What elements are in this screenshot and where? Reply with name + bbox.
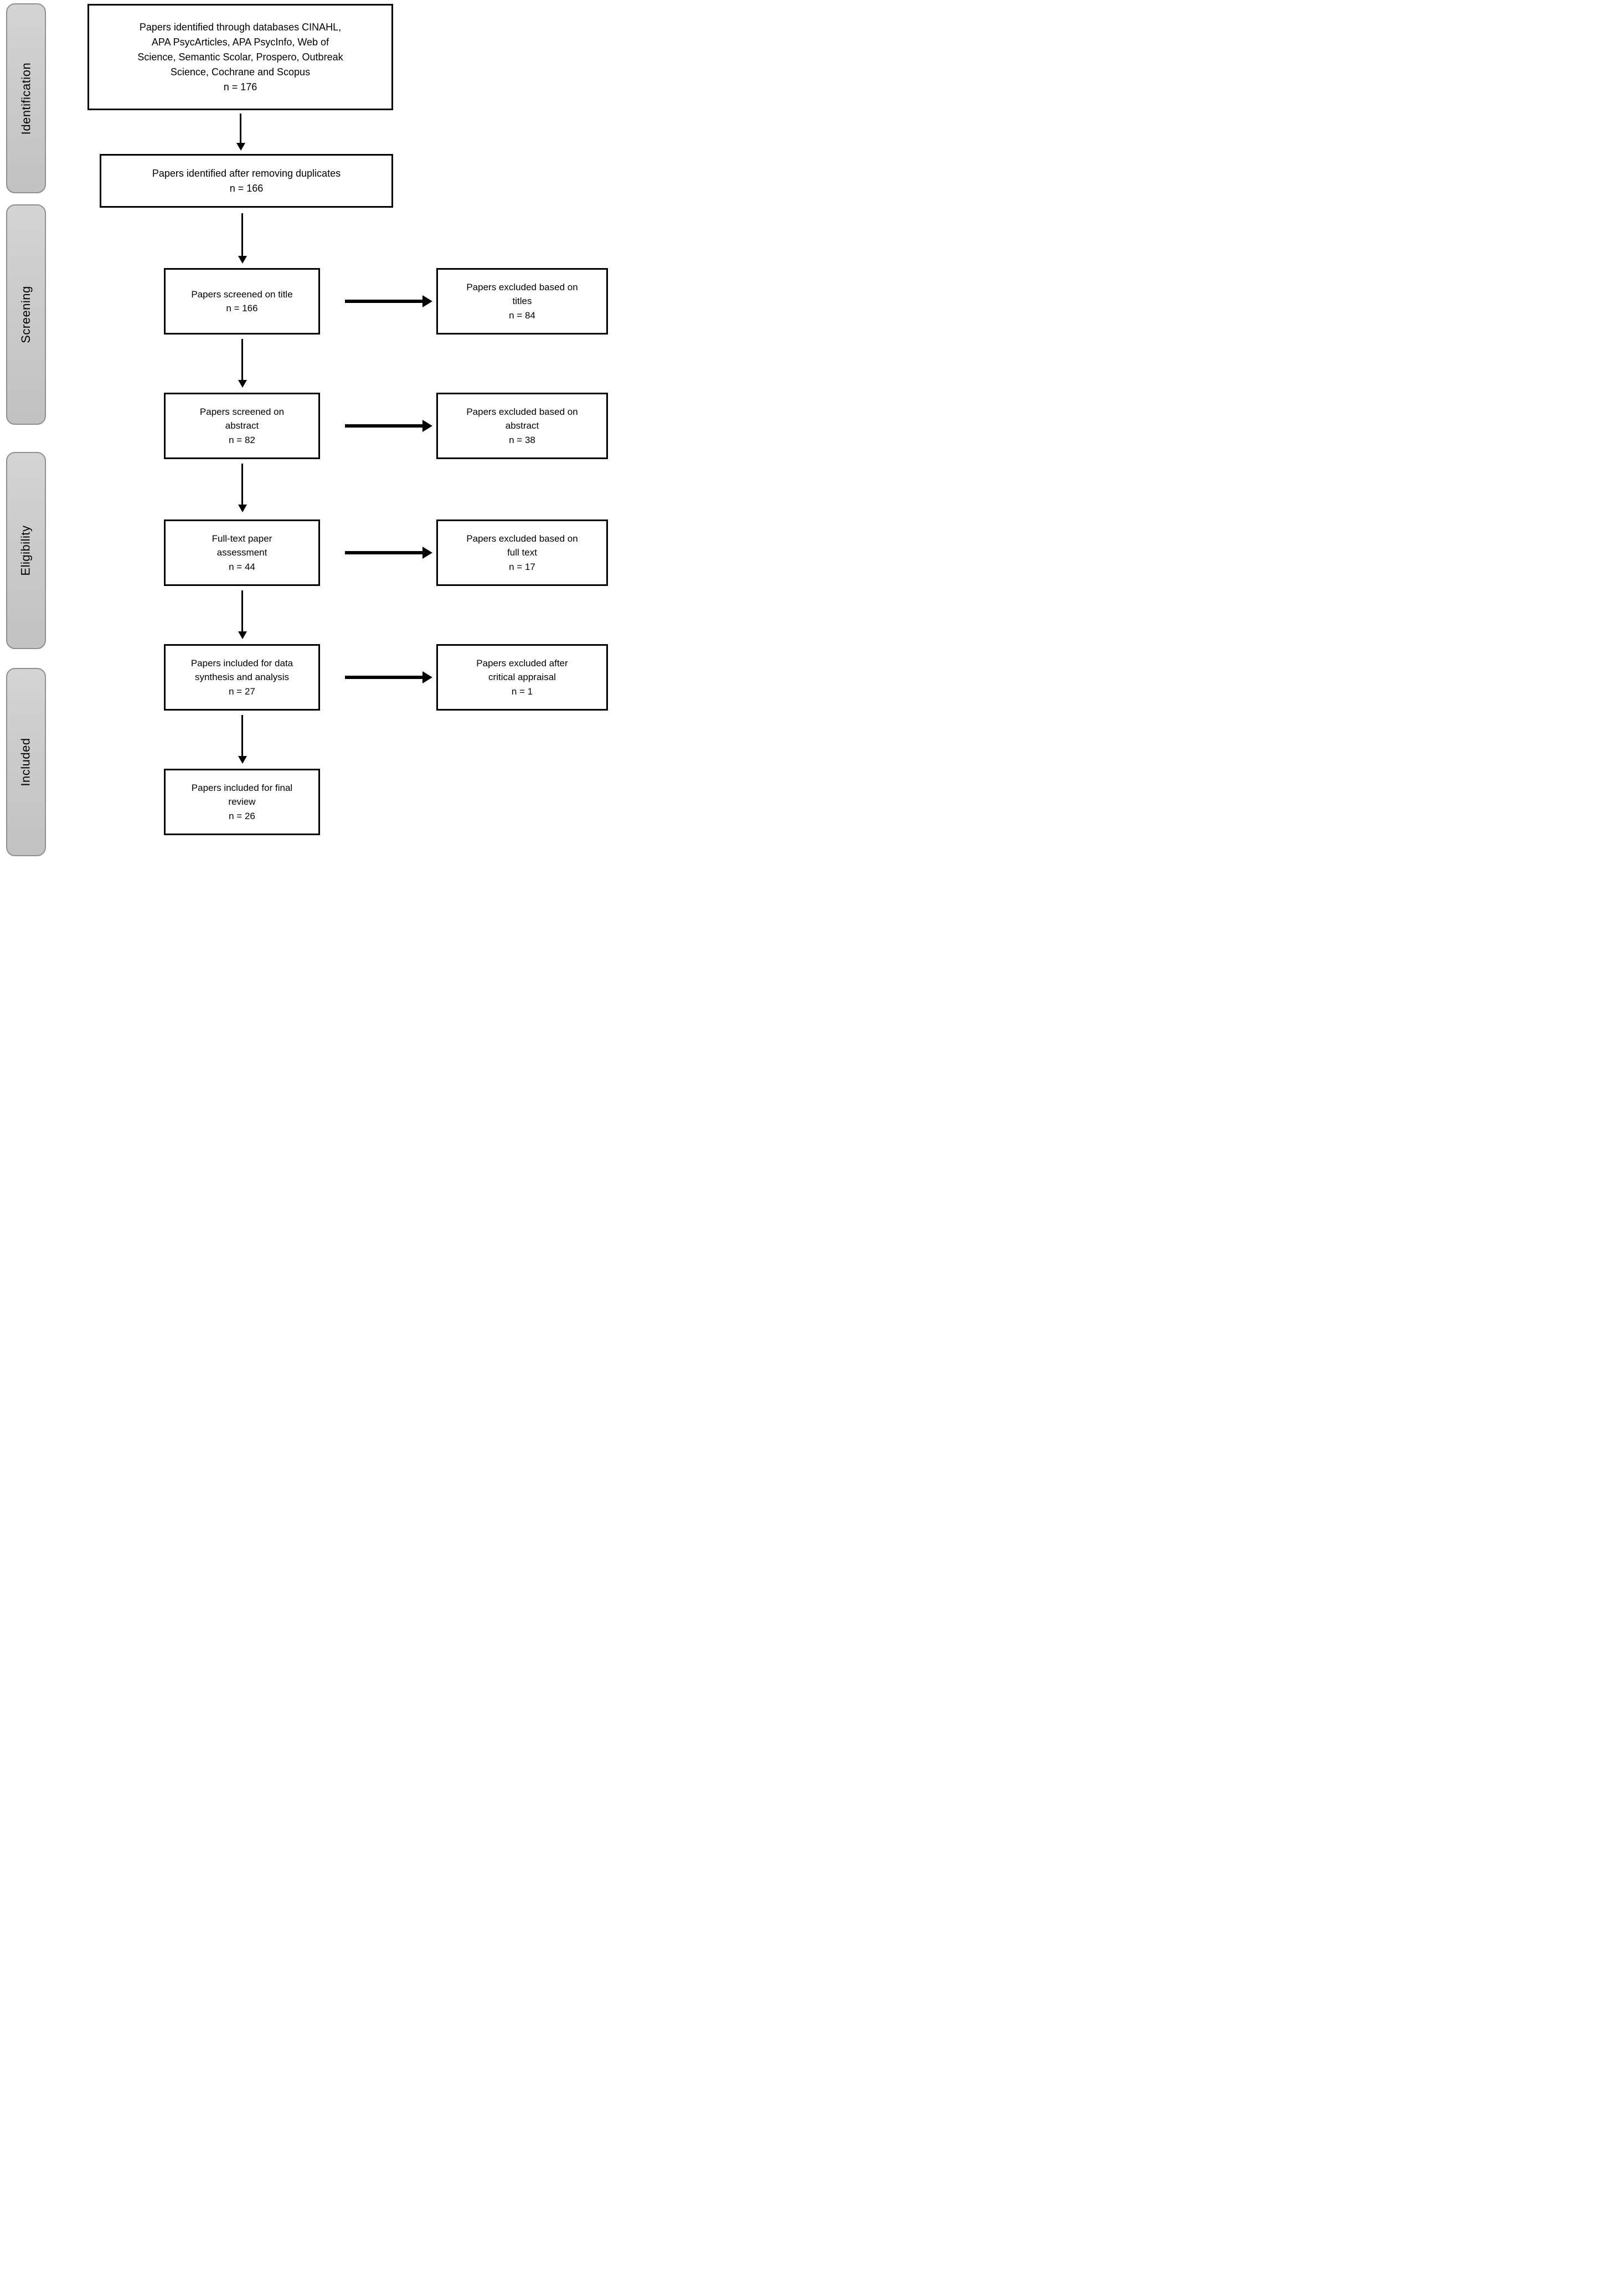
down-arrow-deduplicated-to-title [241, 213, 243, 256]
exclusion-box-text: Papers excluded based on full text n = 1… [466, 533, 578, 572]
right-arrow-critical-appraisal-exclusion [345, 676, 422, 679]
stage-label: Included [19, 738, 33, 786]
down-arrow-full-text-to-synthesis [241, 590, 243, 631]
stage-included: Included [6, 668, 46, 856]
down-arrowhead-icon [238, 631, 247, 639]
right-arrowhead-icon [422, 295, 432, 307]
flow-box-text: Papers included for data synthesis and a… [190, 657, 293, 697]
exclusion-box-text: Papers excluded after critical appraisal… [476, 657, 568, 697]
down-arrowhead-icon [238, 256, 247, 264]
exclusion-box-abstract: Papers excluded based on abstract n = 38 [436, 393, 608, 459]
prisma-flow-diagram: Identification Screening Eligibility Inc… [0, 0, 609, 858]
right-arrowhead-icon [422, 547, 432, 559]
flow-box-text: Papers screened on title n = 166 [191, 289, 293, 314]
stage-label: Screening [19, 286, 33, 343]
exclusion-box-full-text: Papers excluded based on full text n = 1… [436, 519, 608, 586]
flow-box-included-synthesis: Papers included for data synthesis and a… [164, 644, 320, 711]
flow-box-text: Papers identified after removing duplica… [152, 167, 341, 194]
down-arrow-synthesis-to-final [241, 715, 243, 756]
flow-box-text: Papers screened on abstract n = 82 [199, 406, 285, 445]
right-arrow-full-text-exclusion [345, 551, 422, 554]
down-arrow-title-to-abstract [241, 339, 243, 380]
flow-box-text: Papers included for final review n = 26 [191, 782, 293, 821]
flow-box-deduplicated: Papers identified after removing duplica… [100, 154, 393, 208]
stage-label: Eligibility [19, 525, 33, 576]
flow-box-text: Papers identified through databases CINA… [137, 21, 343, 92]
exclusion-box-titles: Papers excluded based on titles n = 84 [436, 268, 608, 335]
flow-box-screened-title: Papers screened on title n = 166 [164, 268, 320, 335]
stage-identification: Identification [6, 3, 46, 193]
flow-box-included-final: Papers included for final review n = 26 [164, 769, 320, 835]
exclusion-box-text: Papers excluded based on titles n = 84 [466, 281, 578, 321]
down-arrowhead-icon [238, 505, 247, 512]
down-arrow-abstract-to-full-text [241, 464, 243, 505]
flow-box-identified: Papers identified through databases CINA… [87, 4, 393, 110]
exclusion-box-critical-appraisal: Papers excluded after critical appraisal… [436, 644, 608, 711]
stage-screening: Screening [6, 204, 46, 425]
right-arrowhead-icon [422, 671, 432, 683]
down-arrowhead-icon [238, 380, 247, 388]
stage-eligibility: Eligibility [6, 452, 46, 649]
stage-label: Identification [19, 62, 33, 135]
right-arrow-abstract-exclusion [345, 424, 422, 428]
right-arrowhead-icon [422, 420, 432, 432]
down-arrow-identified-to-deduplicated [240, 114, 241, 143]
flow-box-text: Full-text paper assessment n = 44 [212, 533, 272, 572]
down-arrowhead-icon [238, 756, 247, 764]
down-arrowhead-icon [236, 143, 245, 151]
flow-box-screened-abstract: Papers screened on abstract n = 82 [164, 393, 320, 459]
exclusion-box-text: Papers excluded based on abstract n = 38 [466, 406, 578, 445]
right-arrow-title-exclusion [345, 300, 422, 303]
flow-box-full-text-assessment: Full-text paper assessment n = 44 [164, 519, 320, 586]
